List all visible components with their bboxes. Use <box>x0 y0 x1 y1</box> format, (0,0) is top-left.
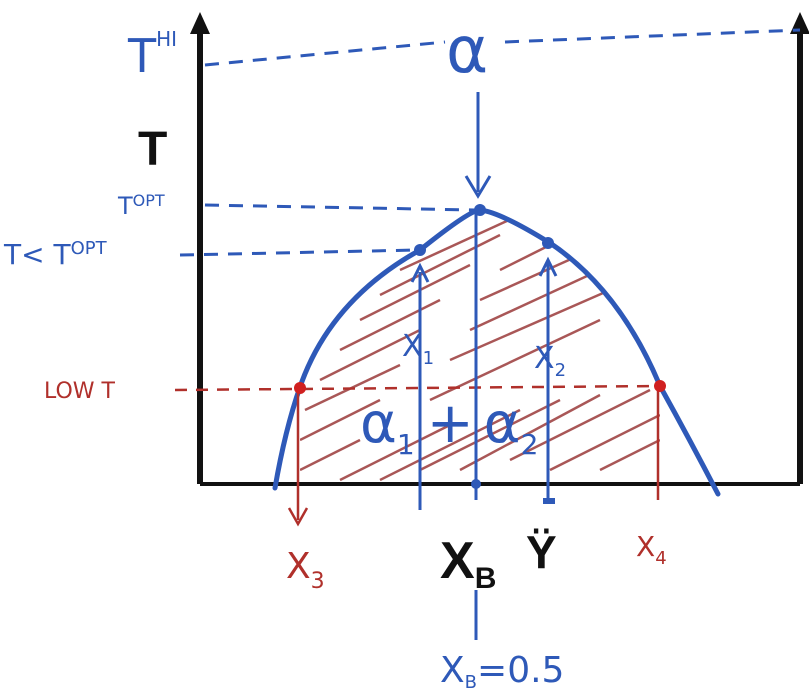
x1-label: X1 <box>402 329 434 369</box>
vertical-markers <box>287 92 660 640</box>
points <box>294 204 666 504</box>
t-less-dash <box>179 248 419 257</box>
right-axis-arrow-icon <box>790 12 809 34</box>
x1-up-arrow-icon <box>410 262 430 283</box>
xb-value-label: XB=0.5 <box>440 650 564 693</box>
x2-point <box>542 237 554 249</box>
axes <box>190 12 809 486</box>
alpha-label: α <box>446 14 488 88</box>
t-hi-label: THI <box>127 27 177 83</box>
t-opt-dash <box>204 203 476 212</box>
t-opt-label: TOPT <box>117 191 165 220</box>
x3-point <box>294 382 306 394</box>
x4-label: X4 <box>636 530 667 569</box>
y-axis-label: Ÿ <box>526 526 557 578</box>
low-t-dash <box>174 384 661 392</box>
x4-point <box>654 380 666 392</box>
xb-tick-point <box>471 479 481 489</box>
t-less-topt-label: T< TOPT <box>3 238 108 271</box>
t-hi-dash <box>204 40 446 67</box>
xb-axis-label: XB <box>440 532 496 595</box>
y-tick-mark <box>543 498 555 504</box>
x2-up-arrow-icon <box>538 256 558 277</box>
x1-point <box>414 244 426 256</box>
x2-label: X2 <box>534 341 566 381</box>
alpha-down-arrow-icon <box>464 175 492 199</box>
t-opt-point <box>474 204 486 216</box>
t-axis-label: T <box>138 123 167 176</box>
hatched-region <box>300 213 660 482</box>
x3-label: X3 <box>286 546 325 594</box>
x3-down-arrow-icon <box>287 507 309 527</box>
guide-lines <box>179 28 801 257</box>
y-axis-arrow-icon <box>190 12 210 34</box>
labels: THI T TOPT T< TOPT LOW T α X1 X2 α1+α2 X… <box>3 14 667 693</box>
alpha-sum-label: α1+α2 <box>360 391 538 461</box>
t-hi-dash-right <box>504 28 801 44</box>
low-t-label: LOW T <box>44 379 116 404</box>
